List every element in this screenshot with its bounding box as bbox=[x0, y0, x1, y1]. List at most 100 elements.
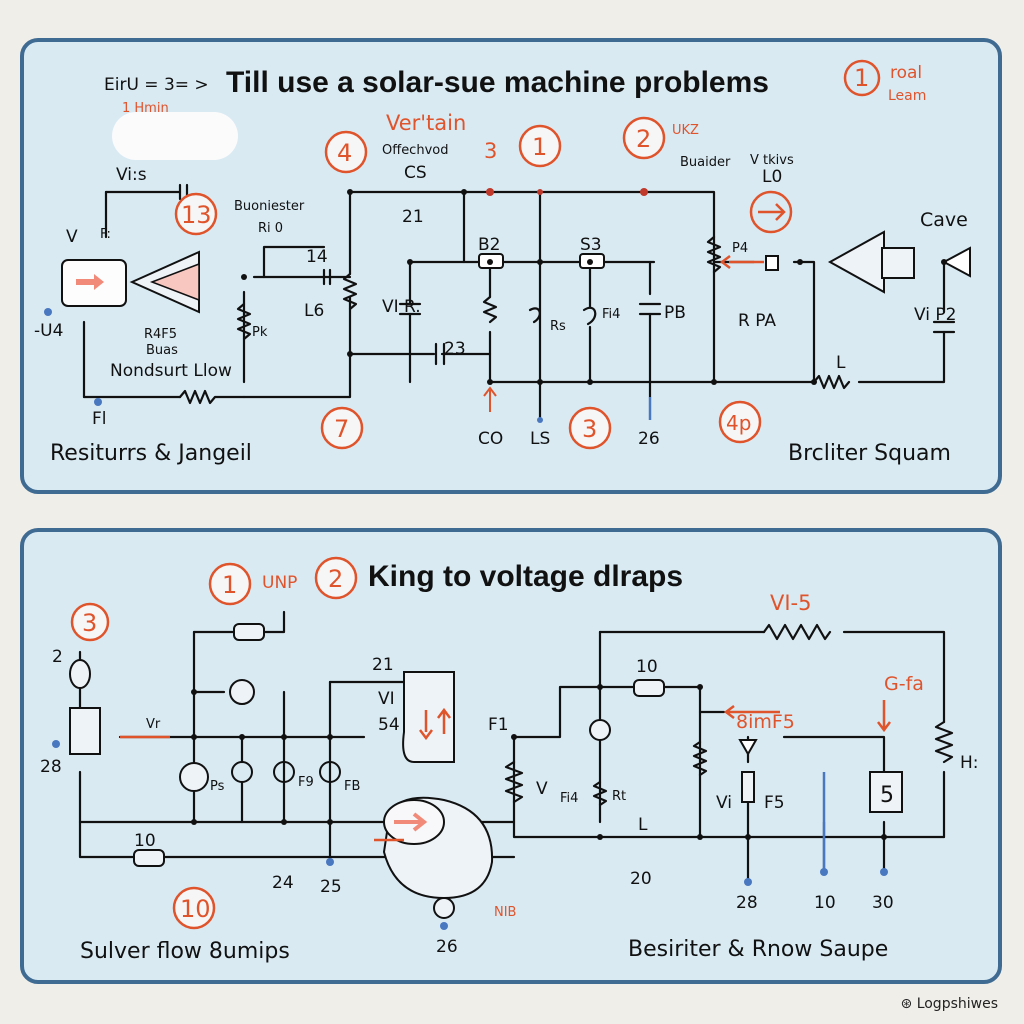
watermark-icon: ⊛ bbox=[900, 996, 913, 1012]
component-ps bbox=[179, 762, 209, 792]
node-dot bbox=[347, 351, 353, 357]
output-speaker bbox=[941, 246, 971, 278]
badge-line1: EirU = 3= > bbox=[104, 75, 209, 95]
circled-number-3: 3 bbox=[582, 415, 597, 443]
node-dot bbox=[52, 740, 60, 748]
title-circle-number: 1 bbox=[854, 64, 869, 92]
resistor-b2 bbox=[482, 295, 498, 324]
bottom-footer-right: Besiriter & Rnow Saupe bbox=[628, 937, 888, 962]
capacitor-vi bbox=[398, 302, 422, 316]
label-vi-r: VI R. bbox=[382, 297, 421, 317]
label-l0: L0 bbox=[762, 167, 782, 187]
node-dot bbox=[744, 878, 752, 886]
label-pk: Pk bbox=[252, 325, 268, 340]
node-dot bbox=[241, 274, 247, 280]
component-fuse-top10 bbox=[633, 679, 665, 697]
node-dot bbox=[281, 734, 287, 740]
node-dot bbox=[880, 868, 888, 876]
bottom-schematic: 1 UNP 2 King to voltage dlraps VI-5 8imF… bbox=[40, 556, 979, 964]
annotation-8imf5: 8imF5 bbox=[736, 711, 795, 733]
circled-number-3: 3 bbox=[82, 609, 97, 637]
bottom-title-circle1: 1 bbox=[222, 571, 237, 599]
node-dot bbox=[486, 188, 494, 196]
component-box-5 bbox=[869, 771, 903, 813]
node-dot bbox=[941, 259, 947, 265]
label-10-fuse: 10 bbox=[134, 831, 156, 851]
resistor-r14 bbox=[342, 272, 358, 311]
component-bulb bbox=[69, 659, 91, 689]
label-fi4: Fi4 bbox=[560, 791, 578, 806]
label-f1: F1 bbox=[488, 715, 509, 735]
annotation-vi5: VI-5 bbox=[770, 591, 812, 615]
label-54: 54 bbox=[378, 715, 400, 735]
label-23: 23 bbox=[444, 339, 466, 359]
label-rs: Rs bbox=[550, 319, 566, 334]
pump-arrow-icon bbox=[394, 812, 428, 832]
title-note1: roal bbox=[890, 63, 922, 83]
label-ri0: Ri 0 bbox=[258, 221, 283, 236]
resistor-low bbox=[178, 389, 246, 405]
arrowhead-up-co-icon bbox=[483, 386, 497, 397]
node-dot bbox=[94, 398, 102, 406]
bottom-node-dots bbox=[52, 684, 888, 930]
label-vis: Vi:s bbox=[116, 165, 147, 185]
node-dot bbox=[597, 684, 603, 690]
label-l: L bbox=[638, 815, 648, 835]
label-h: H: bbox=[960, 753, 979, 773]
node-dot bbox=[711, 379, 717, 385]
input-arrowhead-icon bbox=[94, 274, 104, 290]
top-footer-left: Resiturrs & Jangeil bbox=[50, 441, 252, 466]
label-21: 21 bbox=[372, 655, 394, 675]
label-2: 2 bbox=[52, 647, 63, 667]
node-dot bbox=[587, 379, 593, 385]
annotation-ukz: UKZ bbox=[672, 123, 699, 138]
bottom-circuit-panel: 1 UNP 2 King to voltage dlraps VI-5 8imF… bbox=[20, 528, 1002, 984]
top-schematic: EirU = 3= > 1 Hmin Till use a solar-sue … bbox=[34, 59, 971, 466]
watermark-text: Logpshiwes bbox=[916, 996, 998, 1012]
coil-fi4 bbox=[582, 306, 597, 326]
label-v: V bbox=[66, 227, 78, 247]
node-dot bbox=[461, 189, 467, 195]
node-dot bbox=[745, 834, 751, 840]
label-f5: F5 bbox=[764, 793, 785, 813]
node-dot bbox=[191, 689, 197, 695]
label-offechvod: Offechvod bbox=[382, 143, 448, 158]
label-vr: Vr bbox=[146, 717, 161, 732]
label-fb: FB bbox=[344, 779, 360, 794]
annotation-gfa: G-fa bbox=[884, 673, 924, 695]
title-circle-marker bbox=[208, 562, 252, 606]
label-buas: Buas bbox=[146, 343, 178, 358]
label-nondsurt-llow: Nondsurt Llow bbox=[110, 361, 232, 381]
circled-number-2: 2 bbox=[636, 125, 651, 153]
label-20: 20 bbox=[630, 869, 652, 889]
circled-number-4p: 4p bbox=[726, 411, 751, 435]
label-f9: F9 bbox=[298, 775, 314, 790]
label-rpa: R PA bbox=[738, 311, 776, 331]
circled-number-7: 7 bbox=[334, 415, 349, 443]
node-dot bbox=[697, 684, 703, 690]
label-cs: CS bbox=[404, 163, 427, 183]
annotation-nib: NIB bbox=[494, 905, 516, 920]
circle-arrow bbox=[749, 190, 793, 234]
node-dot bbox=[191, 734, 197, 740]
label-cave: Cave bbox=[920, 209, 968, 231]
label-f: F: bbox=[100, 227, 111, 242]
label-co: CO bbox=[478, 429, 503, 449]
label-vi: VI bbox=[378, 689, 395, 709]
node-dot bbox=[587, 259, 593, 265]
node-dot bbox=[326, 858, 334, 866]
node-dot bbox=[191, 819, 197, 825]
node-dot bbox=[797, 259, 803, 265]
label-28-right: 28 bbox=[736, 893, 758, 913]
label-v: V bbox=[536, 779, 548, 799]
resistor-pk bbox=[236, 302, 252, 341]
node-dot bbox=[820, 868, 828, 876]
label-b2: B2 bbox=[478, 235, 500, 255]
node-dot bbox=[44, 308, 52, 316]
resistor-l bbox=[812, 374, 851, 390]
label-r4f5: R4F5 bbox=[144, 327, 177, 342]
label-fi4: Fi4 bbox=[602, 307, 620, 322]
node-dot bbox=[407, 259, 413, 265]
label-rt: Rt bbox=[612, 789, 626, 804]
title-circle-marker bbox=[843, 59, 881, 97]
